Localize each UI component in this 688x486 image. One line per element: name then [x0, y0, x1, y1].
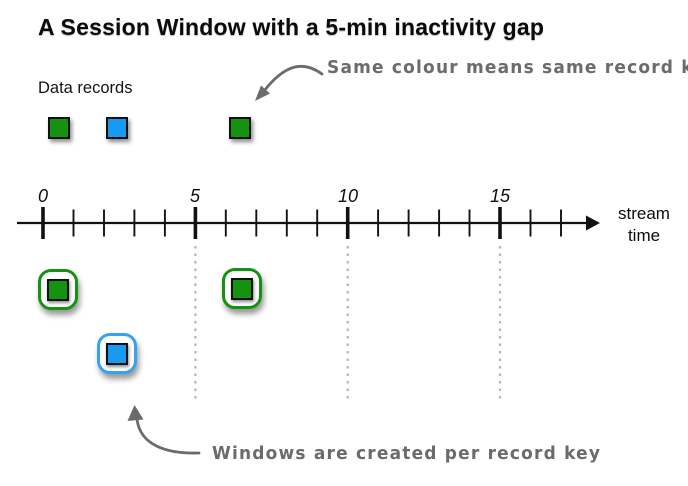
data-records-label: Data records — [38, 79, 133, 97]
minor-ticks — [72, 209, 562, 237]
annotation-windows-created: Windows are created per record key — [212, 443, 602, 465]
dotted-gridlines — [194, 246, 502, 400]
record-square-icon — [231, 277, 253, 300]
arrowhead-icon — [255, 85, 270, 101]
record-square-icon — [106, 342, 128, 365]
annotation-arrow-bottom — [127, 405, 201, 455]
axis-name-line2: time — [627, 226, 661, 246]
diagram-title: A Session Window with a 5-min inactivity… — [38, 14, 545, 40]
session-window-blue — [97, 333, 137, 374]
session-window-green-1 — [38, 269, 78, 310]
record-square-green-1 — [48, 117, 70, 139]
axis-tick-label-15: 15 — [489, 186, 511, 206]
record-square-blue — [106, 117, 128, 139]
session-window-green-2 — [222, 268, 262, 309]
axis-name-line1: stream — [618, 204, 670, 223]
axis-name-label: stream time — [606, 203, 682, 248]
annotation-arrow-top — [255, 65, 324, 101]
annotation-same-colour: Same colour means same record key — [327, 57, 688, 79]
axis-tick-label-0: 0 — [37, 186, 48, 206]
record-square-icon — [47, 278, 69, 301]
record-square-green-2 — [229, 117, 251, 139]
axis-arrowhead-icon — [586, 215, 600, 231]
axis-tick-label-5: 5 — [189, 186, 200, 206]
stream-time-axis — [17, 207, 588, 239]
axis-tick-label-10: 10 — [337, 186, 359, 206]
arrowhead-icon — [127, 405, 144, 421]
major-ticks — [41, 207, 502, 239]
